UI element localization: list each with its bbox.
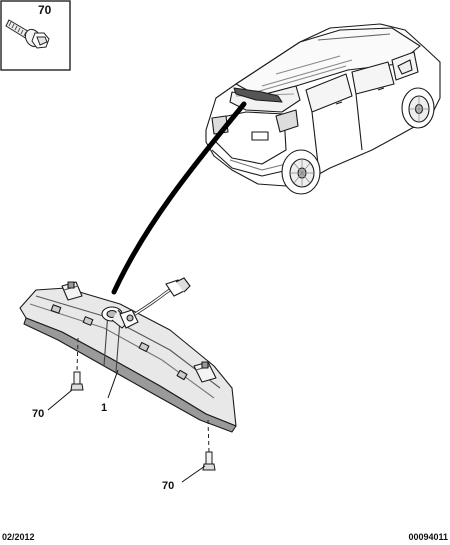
footer-date: 02/2012 — [2, 532, 35, 542]
callout-label-lamp: 1 — [101, 402, 107, 414]
brake-light-assembly — [19, 281, 237, 433]
inset-part-number: 70 — [38, 3, 52, 17]
car-illustration — [205, 23, 441, 195]
inset-screw-icon — [5, 19, 50, 49]
callout-leader-screw-bottom — [181, 465, 206, 483]
screw-icon-left — [70, 337, 84, 391]
rear-wheel — [281, 149, 321, 195]
callout-leader-lamp — [107, 369, 119, 399]
footer-reference: 00094011 — [408, 532, 448, 542]
location-pointer — [111, 101, 247, 295]
mount-clip-right — [193, 361, 217, 383]
screw-inset: 70 — [0, 0, 71, 71]
callout-leader-screw-left — [47, 389, 73, 411]
callout-label-screw-bottom: 70 — [162, 480, 174, 492]
screw-icon-bottom — [202, 419, 216, 471]
harness-plug-end — [165, 277, 191, 297]
callout-label-screw-left: 70 — [32, 408, 44, 420]
rear-spoiler — [233, 87, 283, 103]
mount-clip-left — [61, 281, 83, 301]
front-wheel — [401, 87, 435, 129]
harness-plug-lamp — [119, 309, 139, 329]
lamp-lens — [23, 317, 237, 433]
wiring-harness — [119, 277, 191, 329]
